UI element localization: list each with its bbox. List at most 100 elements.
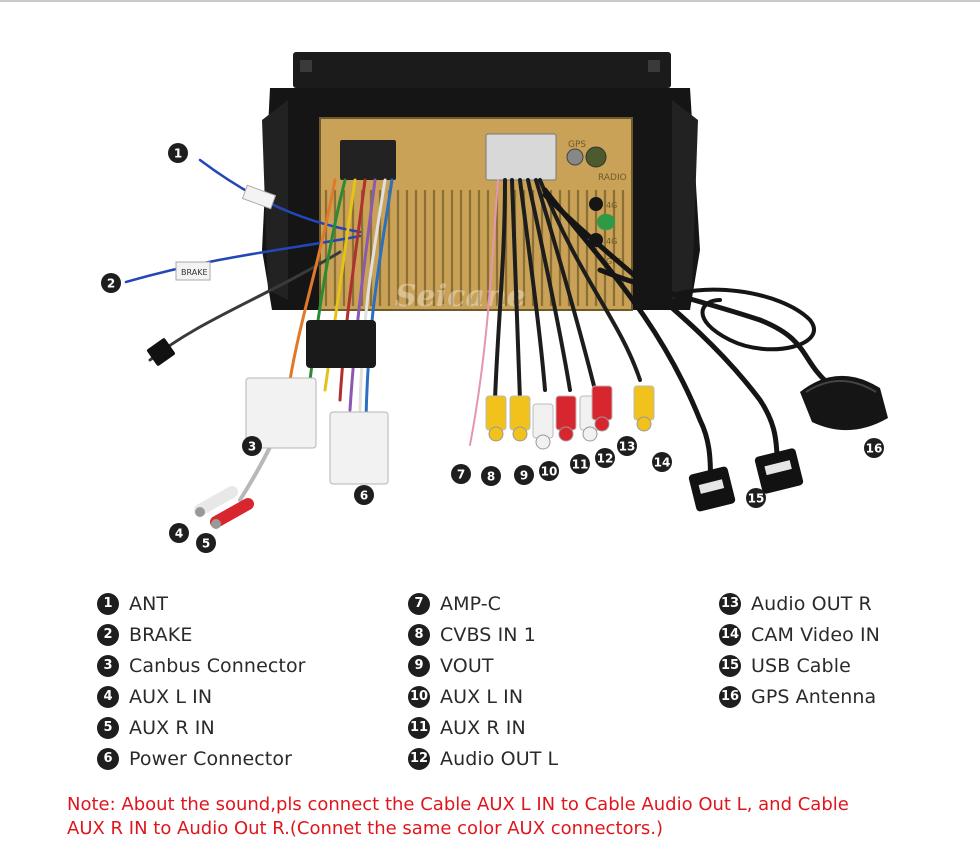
callout-1: 1 — [168, 143, 188, 163]
rca-plug-tip — [636, 416, 652, 432]
callout-7: 7 — [451, 464, 471, 484]
legend-number-badge: 9 — [408, 654, 430, 677]
callout-number: 8 — [487, 470, 495, 484]
brand-watermark: Seicane — [395, 279, 526, 314]
rca-plug-tip — [558, 426, 574, 442]
usb-connectors — [688, 448, 804, 512]
legend-item: 8 CVBS IN 1 — [408, 619, 558, 650]
legend-label: CAM Video IN — [751, 623, 880, 646]
note-line-2: AUX R IN to Audio Out R.(Connet the same… — [67, 818, 664, 839]
legend-label: AUX R IN — [440, 716, 526, 739]
legend-item: 1 ANT — [97, 588, 306, 619]
callout-number: 16 — [866, 442, 883, 456]
legend-label: AUX L IN — [129, 685, 213, 708]
top-divider — [0, 0, 980, 2]
rca-plug-tip — [594, 416, 610, 432]
callout-number: 11 — [572, 458, 589, 472]
aux-rca-pair — [194, 486, 254, 529]
legend-number-badge: 11 — [408, 716, 430, 739]
callout-number: 7 — [457, 468, 465, 482]
callout-4: 4 — [169, 523, 189, 543]
callout-11: 11 — [570, 454, 590, 474]
callout-number: 5 — [202, 537, 210, 551]
legend-label: AUX L IN — [440, 685, 524, 708]
canbus-connector-block — [245, 377, 317, 449]
legend-number-badge: 12 — [408, 747, 430, 770]
power-socket — [340, 140, 396, 180]
callout-14: 14 — [652, 452, 672, 472]
callout-number: 6 — [360, 489, 368, 503]
legend-label: Canbus Connector — [129, 654, 306, 677]
legend-label: Audio OUT L — [440, 747, 559, 770]
legend-label: BRAKE — [129, 623, 193, 646]
rca-plug — [485, 395, 507, 431]
gps-antenna-puck — [800, 375, 888, 431]
power-connector-block — [329, 411, 389, 485]
legend-label: USB Cable — [751, 654, 851, 677]
rca-plug-tip — [488, 426, 504, 442]
rca-plug — [591, 385, 613, 421]
callout-number: 2 — [107, 277, 115, 291]
legend-label: Power Connector — [129, 747, 292, 770]
rca-plug — [555, 395, 577, 431]
brake-label-tag — [175, 261, 211, 281]
callout-9: 9 — [514, 465, 534, 485]
legend-label: AUX R IN — [129, 716, 215, 739]
head-unit: GPS RADIO 4G 4G GPS Seicane — [262, 52, 700, 314]
legend-number-badge: 1 — [97, 592, 119, 615]
black-plug — [147, 338, 175, 366]
rca-connector-row — [485, 385, 655, 450]
legend-number-badge: 16 — [719, 685, 741, 708]
callout-2: 2 — [101, 273, 121, 293]
callout-16: 16 — [864, 438, 884, 458]
rca-plug — [509, 395, 531, 431]
4g-marking-2: 4G — [606, 237, 617, 246]
legend-item: 16 GPS Antenna — [719, 681, 880, 712]
legend-label: GPS Antenna — [751, 685, 877, 708]
legend-number-badge: 10 — [408, 685, 430, 708]
callout-number: 14 — [654, 456, 671, 470]
legend-label: ANT — [129, 592, 169, 615]
callout-5: 5 — [196, 533, 216, 553]
legend-item: 12 Audio OUT L — [408, 743, 558, 774]
rca-plug — [633, 385, 655, 421]
legend-number-badge: 5 — [97, 716, 119, 739]
callout-number: 1 — [174, 147, 182, 161]
gps-marking: GPS — [568, 140, 586, 150]
legend-label: CVBS IN 1 — [440, 623, 536, 646]
callout-number: 10 — [541, 465, 558, 479]
legend-item: 4 AUX L IN — [97, 681, 306, 712]
legend-number-badge: 14 — [719, 623, 741, 646]
legend-item: 11 AUX R IN — [408, 712, 558, 743]
rca-plug-tip — [582, 426, 598, 442]
callout-10: 10 — [539, 461, 559, 481]
callout-number: 15 — [748, 492, 765, 506]
callout-number: 13 — [619, 440, 636, 454]
legend-item: 14 CAM Video IN — [719, 619, 880, 650]
legend-number-badge: 4 — [97, 685, 119, 708]
callout-8: 8 — [481, 466, 501, 486]
legend-label: Audio OUT R — [751, 592, 872, 615]
rca-plug-tip — [535, 434, 551, 450]
radio-marking: RADIO — [598, 173, 627, 183]
legend-label: AMP-C — [440, 592, 502, 615]
callout-number: 4 — [175, 527, 183, 541]
4g-marking-1: 4G — [606, 201, 617, 210]
callout-number: 3 — [248, 440, 256, 454]
legend-number-badge: 8 — [408, 623, 430, 646]
av-socket — [485, 133, 557, 181]
callout-3: 3 — [242, 436, 262, 456]
callout-6: 6 — [354, 485, 374, 505]
callout-15: 15 — [746, 488, 766, 508]
gps-marking-2: GPS — [606, 257, 622, 266]
